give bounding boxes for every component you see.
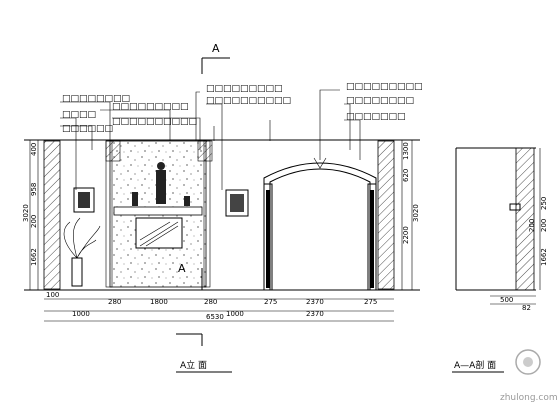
plant-icon <box>63 217 101 287</box>
watermark-logo <box>515 349 541 375</box>
dim-bottom-small-3: 1800 <box>150 298 168 306</box>
dim-left-3: 1662 <box>30 248 38 266</box>
dim-side-4: 200 <box>528 219 536 232</box>
dim-right-3: 3020 <box>412 204 420 222</box>
dim-right-1: 1300 <box>402 142 410 160</box>
dim-left-2: 958 <box>30 183 38 196</box>
callout-upper-2: □□□□□□□□□□ <box>206 96 291 106</box>
dim-total: 6530 <box>206 313 224 321</box>
side-section <box>455 147 541 305</box>
dim-bottom-main-1: 1000 <box>72 310 90 318</box>
dim-left-4: 3020 <box>22 204 30 222</box>
picture-frame-left <box>73 187 95 213</box>
section-marker-bottom: A <box>176 262 203 346</box>
callout-right-2: □□□□□□□□ <box>346 96 414 106</box>
fireplace-opening <box>135 217 183 249</box>
callout-right-1: □□□□□□□□□ <box>346 82 423 92</box>
dim-right-4: 2200 <box>402 226 410 244</box>
watermark-text: zhulong.com <box>500 393 558 403</box>
callout-upper-1: □□□□□□□□□ <box>206 84 283 94</box>
side-bottom-1: 500 <box>500 296 513 304</box>
ornament-icon <box>184 196 190 206</box>
picture-left-art <box>78 192 90 208</box>
dim-left-5: 200 <box>30 215 38 228</box>
callout-left-1: □□□□□□□□ <box>62 94 130 104</box>
callout-leaders <box>60 89 361 190</box>
arch-doorway <box>263 157 377 291</box>
callout-right-3: □□□□□□□ <box>346 112 406 122</box>
statue-icon <box>156 162 166 204</box>
title-elevation: A立 面 <box>180 359 207 371</box>
picture-frame-right <box>225 189 249 217</box>
cornice-left <box>105 140 121 162</box>
section-marker-top: A <box>201 42 230 74</box>
dim-side-2: 200 <box>540 219 548 232</box>
fireplace-grate <box>139 221 179 247</box>
dim-bottom-main-3: 2370 <box>306 310 324 318</box>
cornice-right <box>197 140 213 162</box>
side-bottom-2: 82 <box>522 304 531 312</box>
dim-bottom-small-6: 2370 <box>306 298 324 306</box>
title-section: A—A剖 面 <box>454 359 496 371</box>
dim-bottom-small-4: 280 <box>204 298 217 306</box>
dim-bottom-main-2: 1000 <box>226 310 244 318</box>
dim-left-1: 400 <box>30 143 38 156</box>
dim-right-2: 620 <box>402 169 410 182</box>
section-letter-top: A <box>212 42 220 55</box>
callout-mid-2: □□□□□□□□□□ <box>112 117 197 127</box>
section-letter-bottom: A <box>178 262 186 275</box>
callout-left-2: □□□□ <box>62 110 96 120</box>
vase-icon <box>132 192 138 206</box>
dim-bottom-small-5: 275 <box>264 298 277 306</box>
callout-left-3: □□□□□□ <box>62 124 113 134</box>
mantel-shelf <box>113 206 203 216</box>
right-wall-section <box>377 140 395 290</box>
dim-bottom-small-2: 280 <box>108 298 121 306</box>
left-wall-section <box>43 140 61 290</box>
dim-side-1: 250 <box>540 197 548 210</box>
dim-bottom-small-7: 275 <box>364 298 377 306</box>
callout-mid-1: □□□□□□□□□ <box>112 102 189 112</box>
dim-side-3: 1662 <box>540 248 548 266</box>
dim-bottom-small-1: 100 <box>46 291 59 299</box>
picture-right-art <box>230 194 244 212</box>
